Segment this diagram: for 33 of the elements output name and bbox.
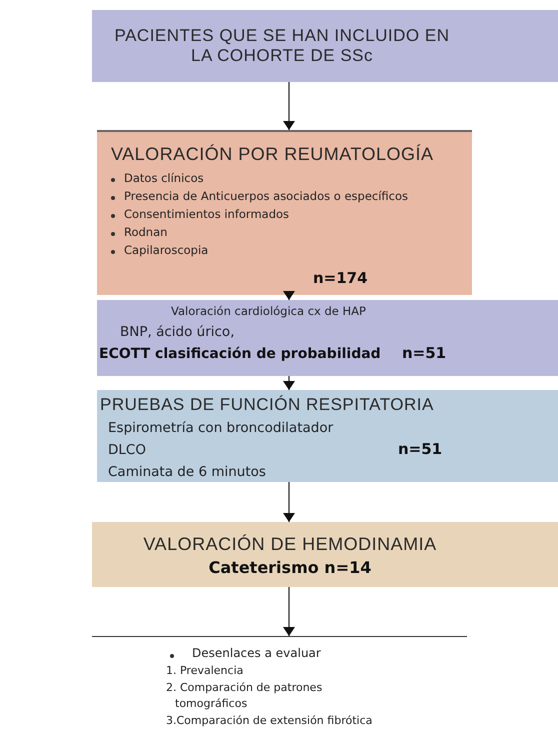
list-item: Presencia de Anticuerpos asociados o específicos [124,190,408,204]
list-item: Espirometría con broncodilatador [108,420,334,436]
list-item: 1. Prevalencia [166,663,244,679]
step-title: VALORACIÓN POR REUMATOLOGÍA [111,144,434,166]
process-box [92,10,558,82]
list-item: Caminata de 6 minutos [108,464,266,480]
sample-size: n=51 [402,344,446,362]
arrow [283,587,295,636]
list-item: Capilaroscopia [124,244,208,258]
process-box [97,300,558,376]
arrow [283,291,295,300]
list-item: 2. Comparación de patrones tomográficos [166,680,324,712]
list-item: DLCO [108,442,146,458]
step-text: Cateterismo n=14 [208,558,372,578]
sample-size: n=51 [398,440,442,458]
list-item: 3.Comparación de extensión fibrótica [166,713,372,729]
list-heading: Desenlaces a evaluar [192,645,321,661]
arrow [283,376,295,390]
process-box [97,130,472,295]
process-box [97,390,558,482]
step-text: BNP, ácido úrico, [120,324,234,340]
arrow [283,82,295,130]
sample-size: n=174 [313,269,368,287]
step-title: Valoración cardiológica cx de HAP [171,305,366,319]
list-item: Consentimientos informados [124,208,290,222]
list-item: Rodnan [124,226,168,240]
step-title: PACIENTES QUE SE HAN INCLUIDO EN LA COHORTE DE SSc [114,26,450,67]
step-text: ECOTT clasificación de probabilidad [99,346,381,363]
step-title: PRUEBAS DE FUNCIÓN RESPITATORIA [100,395,434,416]
arrow [283,482,295,522]
process-box [92,522,558,587]
step-title: VALORACIÓN DE HEMODINAMIA [142,534,438,556]
list-item: Datos clínicos [124,172,204,186]
